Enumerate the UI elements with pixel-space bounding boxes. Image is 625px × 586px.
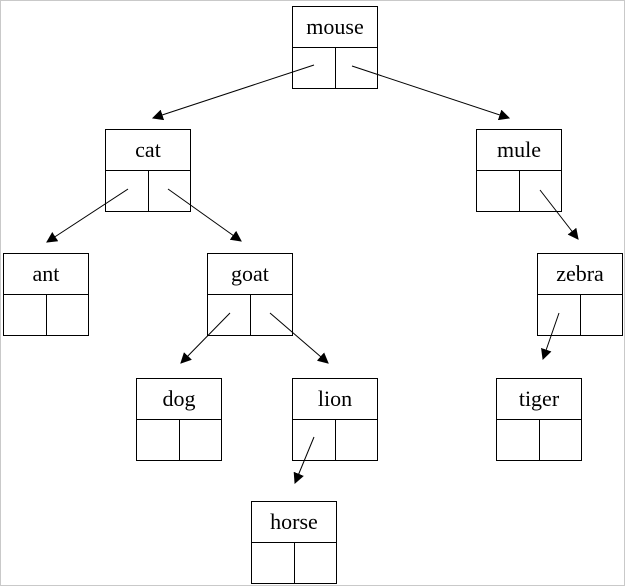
pointer-cells <box>252 543 336 583</box>
tree-node-goat: goat <box>207 253 293 336</box>
right-pointer-cell <box>251 295 293 335</box>
pointer-cells <box>293 420 377 460</box>
tree-node-dog: dog <box>136 378 222 461</box>
node-label: mule <box>477 130 561 171</box>
node-label: lion <box>293 379 377 420</box>
tree-node-horse: horse <box>251 501 337 584</box>
node-label: goat <box>208 254 292 295</box>
tree-node-mule: mule <box>476 129 562 212</box>
node-label: ant <box>4 254 88 295</box>
left-pointer-cell <box>538 295 581 335</box>
left-pointer-cell <box>208 295 251 335</box>
tree-node-ant: ant <box>3 253 89 336</box>
node-label: cat <box>106 130 190 171</box>
pointer-cells <box>137 420 221 460</box>
left-pointer-cell <box>477 171 520 211</box>
pointer-cells <box>208 295 292 335</box>
left-pointer-cell <box>293 48 336 88</box>
left-pointer-cell <box>497 420 540 460</box>
node-label: zebra <box>538 254 622 295</box>
node-label: horse <box>252 502 336 543</box>
right-pointer-cell <box>47 295 89 335</box>
right-pointer-cell <box>149 171 191 211</box>
pointer-cells <box>497 420 581 460</box>
tree-node-zebra: zebra <box>537 253 623 336</box>
right-pointer-cell <box>295 543 337 583</box>
tree-node-tiger: tiger <box>496 378 582 461</box>
pointer-cells <box>293 48 377 88</box>
pointer-cells <box>477 171 561 211</box>
tree-node-lion: lion <box>292 378 378 461</box>
left-pointer-cell <box>252 543 295 583</box>
pointer-cells <box>4 295 88 335</box>
node-label: tiger <box>497 379 581 420</box>
node-label: mouse <box>293 7 377 48</box>
right-pointer-cell <box>180 420 222 460</box>
tree-node-mouse: mouse <box>292 6 378 89</box>
right-pointer-cell <box>336 420 378 460</box>
left-pointer-cell <box>106 171 149 211</box>
right-pointer-cell <box>540 420 582 460</box>
right-pointer-cell <box>520 171 562 211</box>
pointer-cells <box>106 171 190 211</box>
pointer-cells <box>538 295 622 335</box>
right-pointer-cell <box>336 48 378 88</box>
left-pointer-cell <box>293 420 336 460</box>
node-label: dog <box>137 379 221 420</box>
left-pointer-cell <box>4 295 47 335</box>
right-pointer-cell <box>581 295 623 335</box>
left-pointer-cell <box>137 420 180 460</box>
tree-node-cat: cat <box>105 129 191 212</box>
